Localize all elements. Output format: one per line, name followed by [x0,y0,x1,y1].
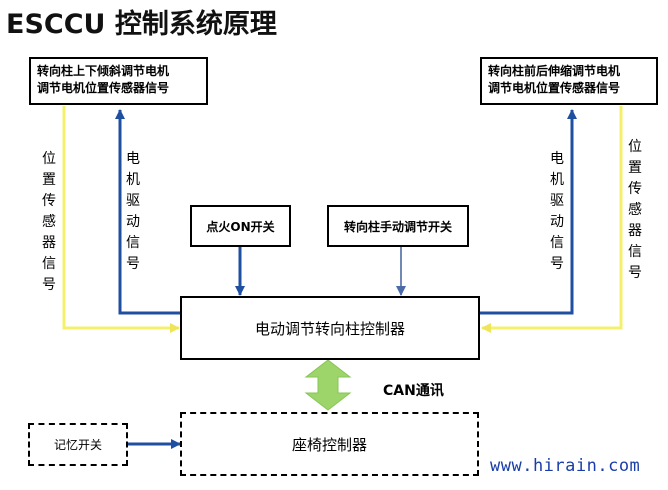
telescope-motor-line2: 调节电机位置传感器信号 [488,81,621,95]
memory-switch-box: 记忆开关 [28,423,128,466]
left-motor-drive-line [115,109,181,315]
left-motor-drive-label: 电机驱动信号 [126,151,140,272]
telescope-motor-line1: 转向柱前后伸缩调节电机 [488,64,621,78]
telescope-motor-box: 转向柱前后伸缩调节电机 调节电机位置传感器信号 [480,57,658,105]
right-motor-drive-line [479,109,577,315]
steering-column-controller-label: 电动调节转向柱控制器 [254,319,405,338]
can-bidirectional-arrow [304,359,352,411]
tilt-motor-line2: 调节电机位置传感器信号 [37,81,170,95]
tilt-motor-line1: 转向柱上下倾斜调节电机 [37,64,170,78]
tilt-motor-box: 转向柱上下倾斜调节电机 调节电机位置传感器信号 [29,57,208,105]
can-communication-label: CAN通讯 [383,383,444,399]
steering-column-controller-box: 电动调节转向柱控制器 [180,296,480,360]
ignition-switch-label: 点火ON开关 [206,219,275,234]
left-position-signal-line [62,106,180,333]
manual-adjust-switch-box: 转向柱手动调节开关 [327,205,469,247]
diagram-title: ESCCU 控制系统原理 [6,9,277,40]
right-position-sensor-label: 位置传感器信号 [628,139,642,281]
watermark-url: www.hirain.com [490,456,641,476]
seat-controller-box: 座椅控制器 [180,412,479,476]
ignition-switch-box: 点火ON开关 [190,205,291,247]
memory-switch-label: 记忆开关 [53,438,102,452]
right-position-signal-line [481,106,623,333]
seat-controller-label: 座椅控制器 [291,435,367,454]
left-position-sensor-label: 位置传感器信号 [42,151,56,293]
manual-adjust-switch-label: 转向柱手动调节开关 [343,219,452,234]
right-motor-drive-label: 电机驱动信号 [550,151,564,272]
